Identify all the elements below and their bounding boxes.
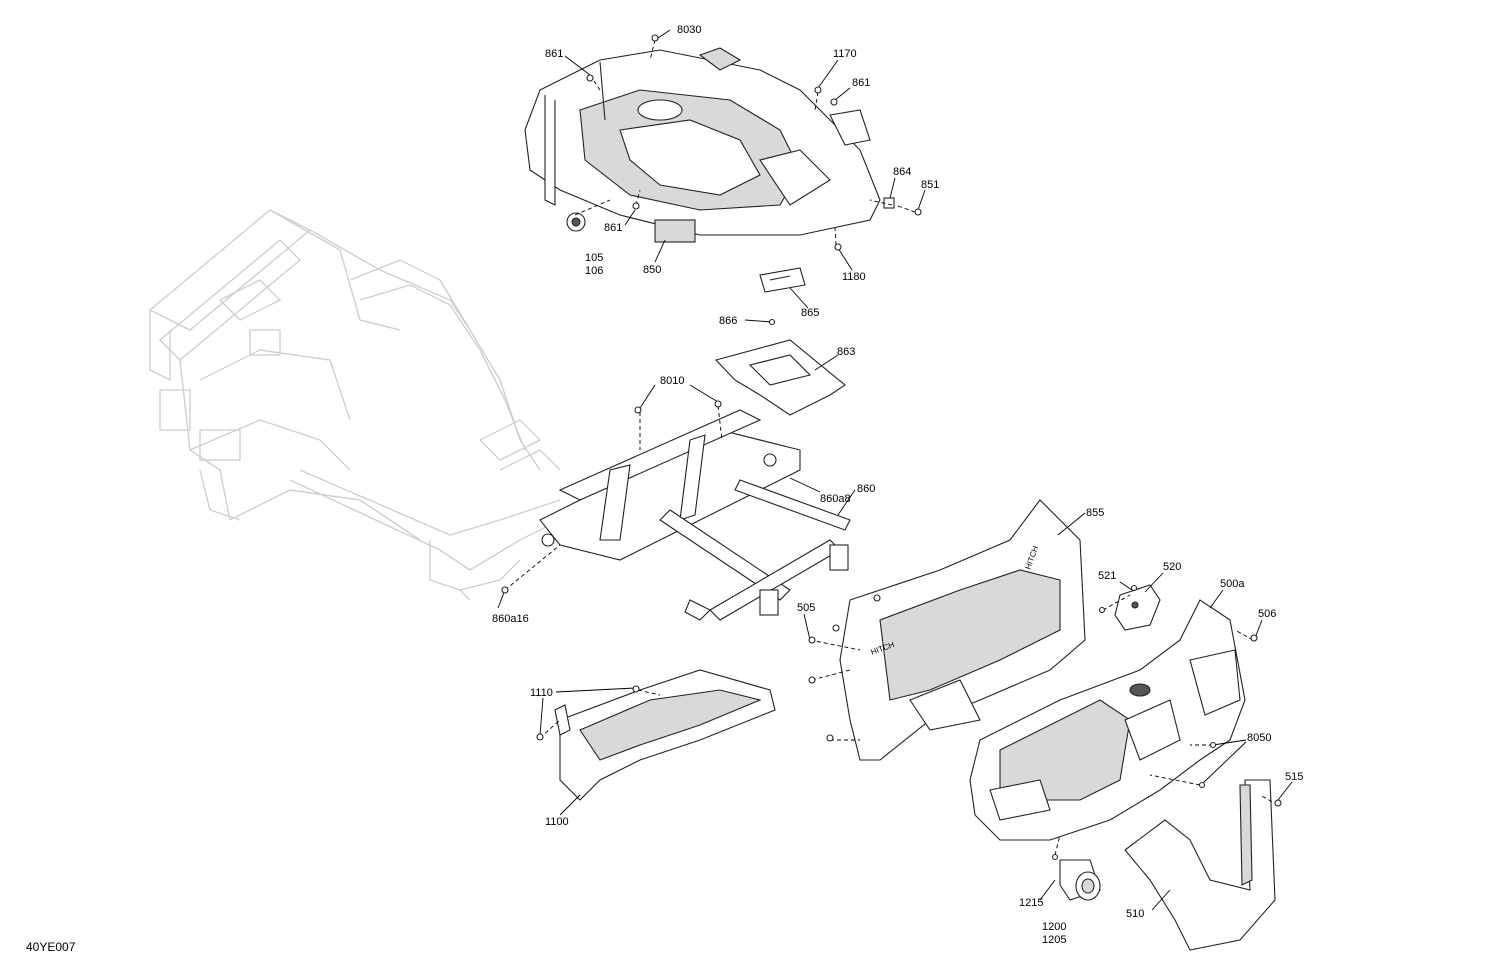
callout-8050: 8050 <box>1247 732 1272 744</box>
vehicle-frame-ghost <box>148 209 561 601</box>
callout-521: 521 <box>1098 570 1117 582</box>
callout-506: 506 <box>1258 608 1277 620</box>
lower-panel-510 <box>1124 779 1276 951</box>
fasteners <box>501 34 1282 861</box>
plate-863 <box>714 339 846 416</box>
callout-855: 855 <box>1086 507 1105 519</box>
callout-1205: 1205 <box>1042 934 1067 946</box>
callout-1100: 1100 <box>545 816 569 828</box>
callout-520: 520 <box>1163 561 1182 573</box>
callout-865: 865 <box>801 307 820 319</box>
callout-505: 505 <box>797 602 816 614</box>
callout-515: 515 <box>1285 771 1304 783</box>
callout-861: 861 <box>604 222 623 234</box>
light-housing-1200 <box>1059 859 1101 901</box>
callout-860a16: 860a16 <box>492 613 529 625</box>
drawing-id: 40YE007 <box>26 940 76 954</box>
callout-8030: 8030 <box>677 24 702 36</box>
assembly-lines <box>504 39 1279 856</box>
callout-500a: 500a <box>1220 578 1245 590</box>
plate-520 <box>1114 584 1161 631</box>
callout-8010: 8010 <box>660 375 685 387</box>
bracket-855: HITCH HITCH <box>839 499 1086 761</box>
callout-510: 510 <box>1126 908 1145 920</box>
callout-864: 864 <box>893 166 912 178</box>
callout-860a8: 860a8 <box>820 493 851 505</box>
callout-861: 861 <box>852 77 871 89</box>
callout-1180: 1180 <box>842 271 866 283</box>
callout-1110: 1110 <box>530 687 553 699</box>
callout-861: 861 <box>545 48 564 60</box>
leader-lines <box>497 29 1293 911</box>
lower-guard-1100 <box>554 669 776 801</box>
callout-860: 860 <box>857 483 876 495</box>
callout-1200: 1200 <box>1042 921 1067 933</box>
callout-866: 866 <box>719 315 738 327</box>
callout-863: 863 <box>837 346 856 358</box>
front-rack-assembly <box>524 47 895 293</box>
support-frame-860 <box>539 409 851 621</box>
front-fascia-500a <box>969 599 1246 841</box>
callout-1170: 1170 <box>833 48 857 60</box>
callout-1215: 1215 <box>1019 897 1044 909</box>
callout-850: 850 <box>643 264 662 276</box>
callout-106: 106 <box>585 265 604 277</box>
callout-851: 851 <box>921 179 940 191</box>
callout-105: 105 <box>585 252 604 264</box>
